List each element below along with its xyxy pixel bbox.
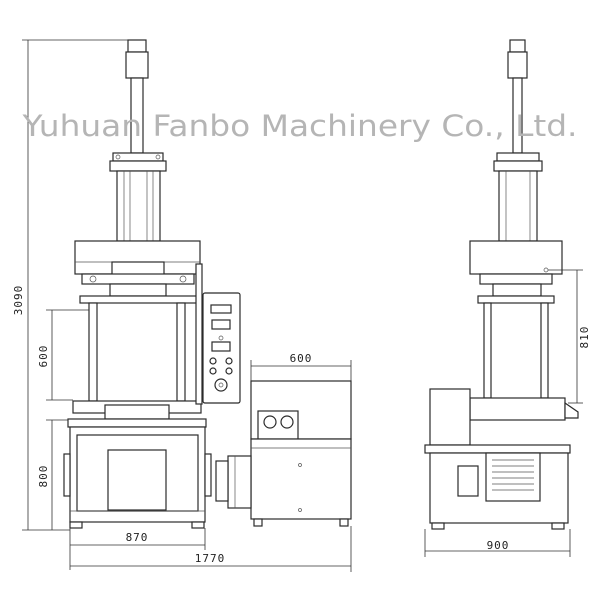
radiator-grille [492, 459, 534, 491]
front-view [63, 39, 352, 529]
dim-side-open-height: 810 [578, 326, 591, 349]
watermark-text: Yuhuan Fanbo Machinery Co., Ltd. [21, 109, 577, 143]
dim-total-height: 3090 [12, 285, 25, 316]
dim-tank-width: 600 [290, 352, 313, 365]
dim-table-height: 800 [37, 465, 50, 488]
side-view [424, 39, 579, 530]
dim-side-depth: 900 [487, 539, 510, 552]
dimension-lines [22, 39, 583, 572]
dim-overall-width: 1770 [195, 552, 226, 565]
dim-stroke: 600 [37, 345, 50, 368]
dim-frame-width: 870 [126, 531, 149, 544]
